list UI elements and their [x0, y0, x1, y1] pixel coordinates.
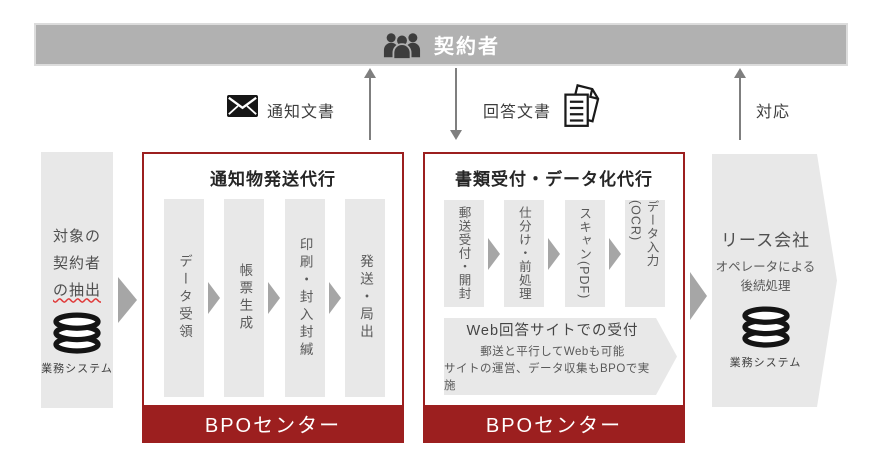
step-arrow-icon [268, 282, 281, 314]
flow-triangle-icon [118, 277, 137, 323]
source-text-line: 契約者 [52, 254, 101, 272]
arrow-down-answer [450, 68, 462, 140]
web-note-line: サイトの運営、データ収集もBPOで実施 [444, 362, 650, 392]
envelope-icon [227, 95, 258, 117]
web-response-note: Web回答サイトでの受付 郵送と平行してWebも可能 サイトの運営、データ収集も… [444, 318, 677, 395]
lease-company-panel: リース会社 オペレータによる 後続処理 業務システム [712, 154, 837, 407]
step-mail-receive: 郵送受付・開封 [444, 200, 484, 307]
step-arrow-icon [548, 237, 561, 270]
arrow-up-respond [734, 68, 746, 140]
step-ship: 発送・局出 [344, 199, 385, 397]
arrow-head [734, 68, 746, 78]
system-label: 業務システム [729, 356, 802, 369]
arrow-line [369, 77, 371, 140]
arrow-line [739, 77, 741, 140]
arrow-line [455, 68, 457, 131]
step-scan-pdf: スキャン(PDF) [564, 200, 605, 307]
step-arrow-icon [608, 237, 621, 270]
panel-title: 書類受付・データ化代行 [455, 170, 653, 189]
lease-text-line: 後続処理 [740, 278, 791, 293]
step-data-entry-ocr: データ入力(OCR) [624, 200, 665, 307]
notify-label: 通知文書 [267, 104, 336, 121]
step-arrow-icon [488, 237, 501, 270]
arrow-head [450, 130, 462, 140]
respond-label: 対応 [756, 104, 791, 121]
lease-title: リース会社 [720, 230, 811, 250]
bpo-panel-data-entry: 書類受付・データ化代行 郵送受付・開封 仕分け・前処理 スキャン(PDF) デー… [423, 152, 685, 443]
bpo-panel-dispatch: 通知物発送代行 データ受領 帳票生成 印刷・封入封緘 発送・局出 BPOセンター [142, 152, 404, 443]
bpo-center-footer: BPOセンター [425, 405, 683, 441]
step-arrow-icon [208, 282, 221, 314]
system-label: 業務システム [41, 362, 113, 375]
arrow-up-notify [364, 68, 376, 140]
database-icon [741, 305, 790, 348]
database-icon [53, 311, 101, 354]
source-text-line: 対象の [52, 227, 101, 245]
documents-icon [564, 84, 600, 127]
people-group-icon [383, 32, 421, 59]
step-sort-preprocess: 仕分け・前処理 [504, 200, 545, 307]
steps-row: データ受領 帳票生成 印刷・封入封緘 発送・局出 [164, 199, 385, 397]
step-print-enclose: 印刷・封入封緘 [284, 199, 325, 397]
step-data-receive: データ受領 [164, 199, 204, 397]
web-note-title: Web回答サイトでの受付 [466, 322, 639, 339]
panel-title: 通知物発送代行 [210, 170, 336, 189]
arrow-head [364, 68, 376, 78]
contractor-title: 契約者 [434, 36, 500, 58]
steps-row: 郵送受付・開封 仕分け・前処理 スキャン(PDF) データ入力(OCR) [444, 200, 665, 307]
contractor-bar: 契約者 [34, 23, 848, 66]
answer-label: 回答文書 [483, 104, 552, 121]
bpo-center-footer: BPOセンター [144, 405, 402, 441]
flow-triangle-icon [690, 272, 707, 320]
step-form-generate: 帳票生成 [224, 199, 265, 397]
lease-text-line: オペレータによる [715, 259, 816, 274]
step-arrow-icon [328, 282, 341, 314]
source-system-panel: 対象の 契約者 の抽出 業務システム [41, 152, 113, 408]
web-note-line: 郵送と平行してWebも可能 [480, 345, 625, 358]
source-text-line: の抽出 [52, 281, 101, 299]
